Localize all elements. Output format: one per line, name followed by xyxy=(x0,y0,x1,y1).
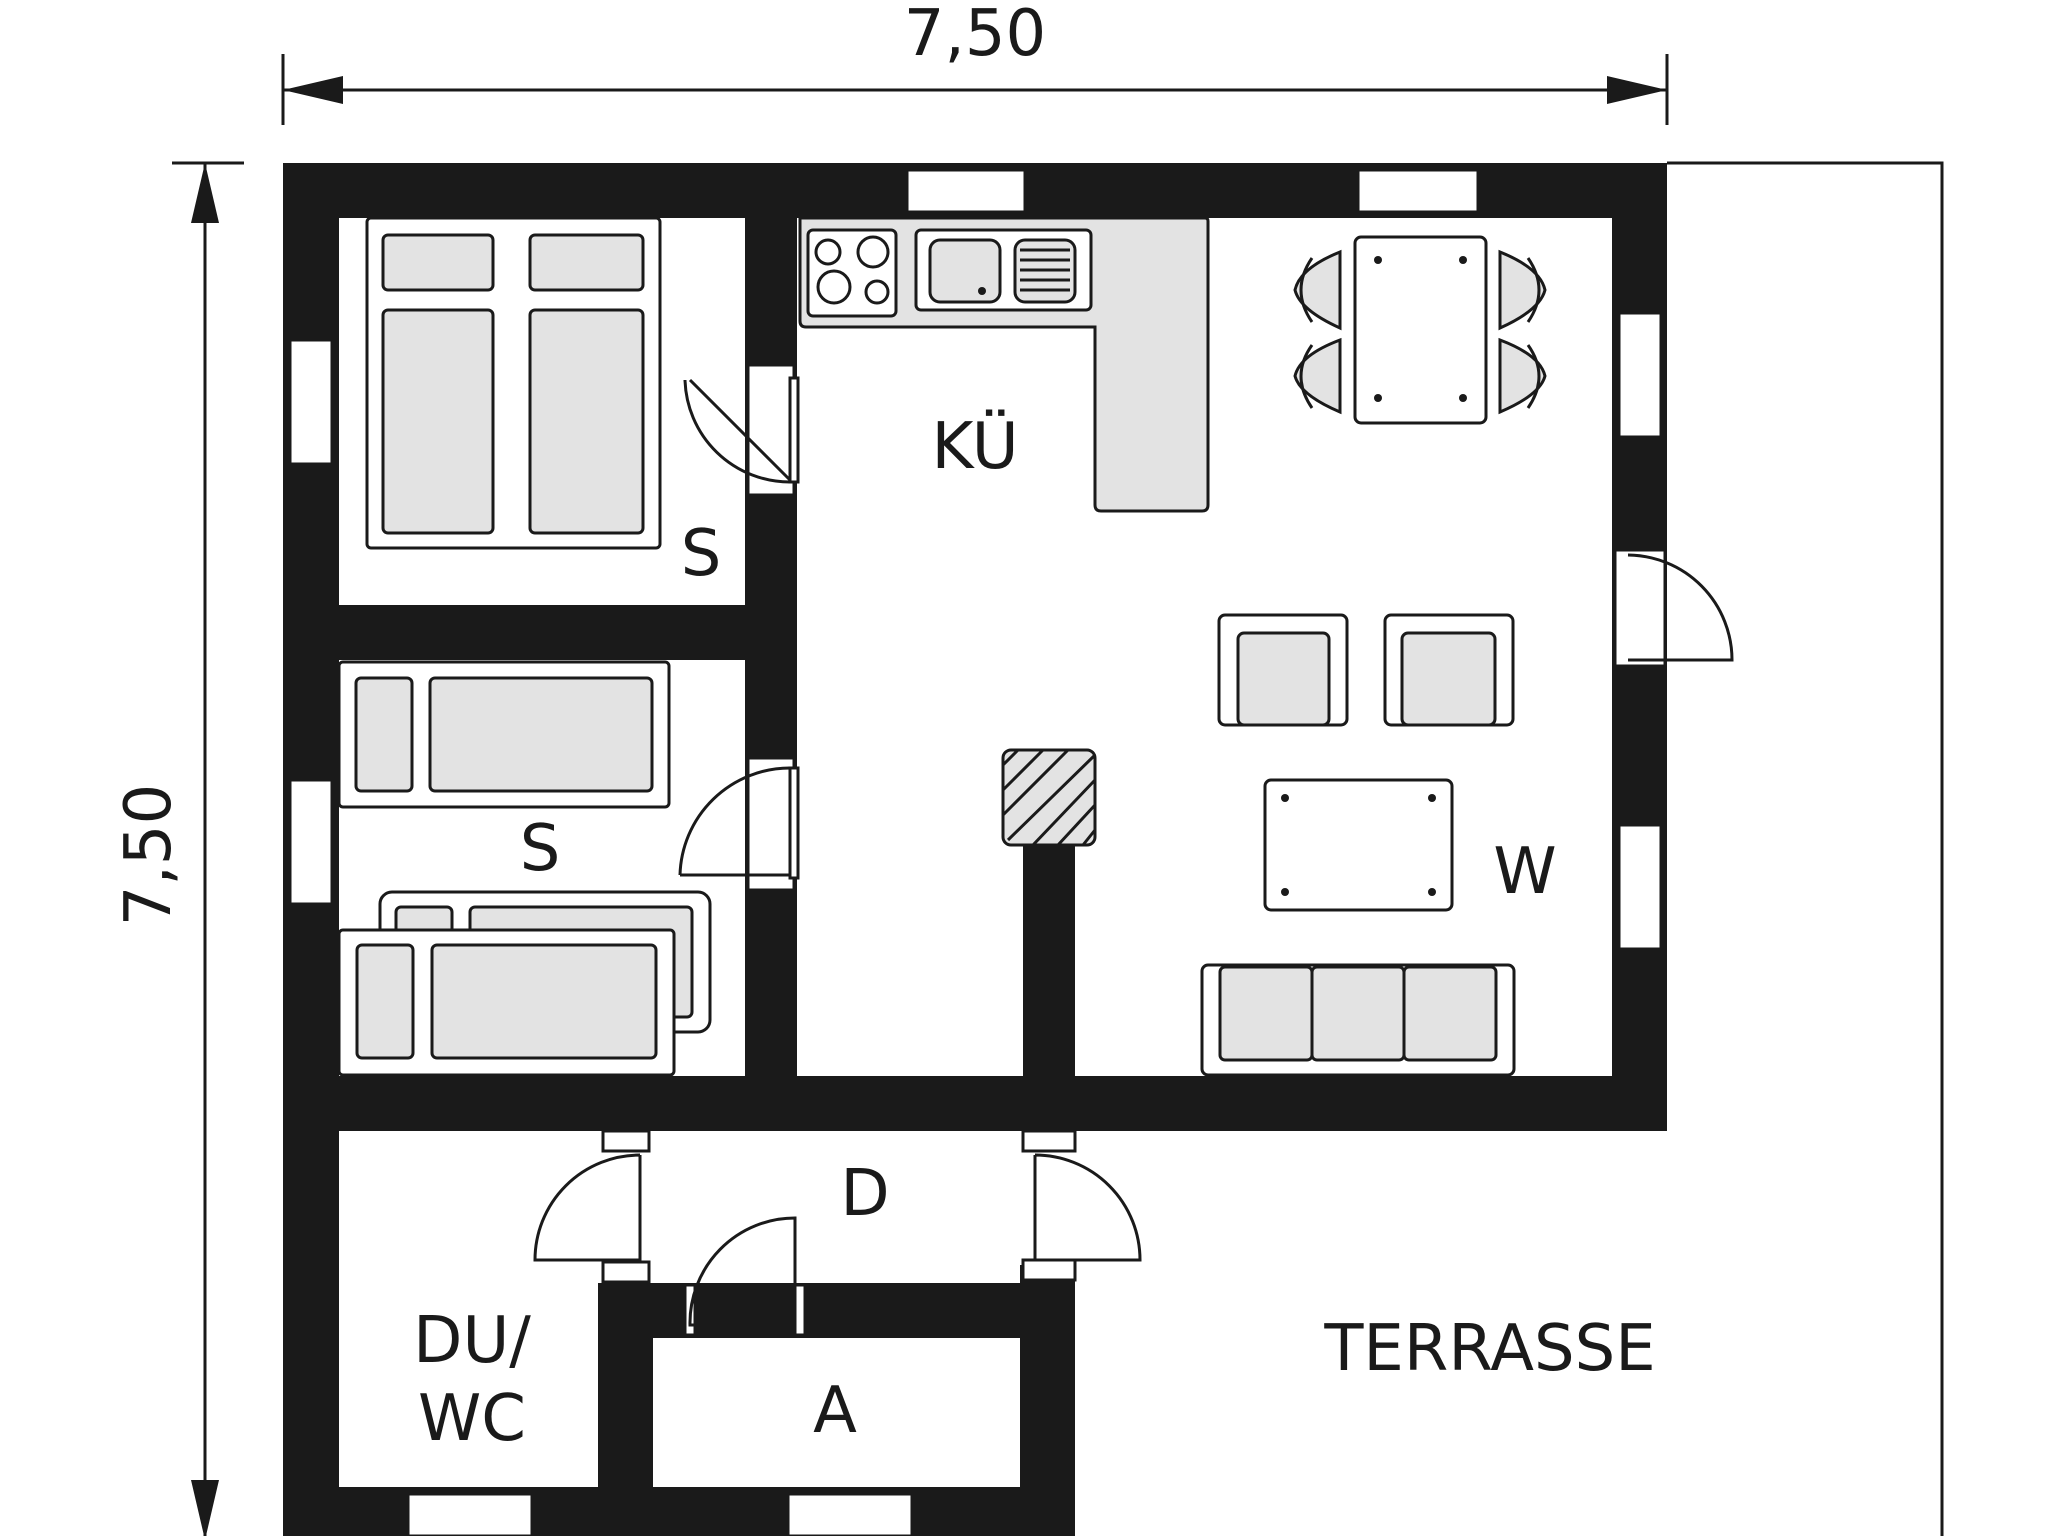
label-bath-line1: DU/ xyxy=(413,1304,531,1378)
door-entrance xyxy=(1021,1129,1142,1282)
window-top-dining xyxy=(1356,168,1480,214)
bunk-bed xyxy=(337,890,712,1077)
dining-chairs xyxy=(1293,249,1547,415)
terrace-outline xyxy=(1667,161,1944,1536)
door-bath xyxy=(533,1129,651,1284)
door-bedroom-2 xyxy=(678,756,800,892)
room-labels: KÜ S S W D DU/ WC A TERRASSE xyxy=(413,409,1656,1456)
fireplace xyxy=(1001,748,1097,847)
window-bottom-storage xyxy=(786,1492,914,1536)
label-living: W xyxy=(1493,835,1556,909)
label-bath-line2: WC xyxy=(418,1382,526,1456)
double-bed xyxy=(365,216,662,550)
window-top-kitchen xyxy=(905,168,1027,214)
window-right-dining xyxy=(1617,311,1663,439)
label-bedroom-2: S xyxy=(520,812,561,886)
door-storage xyxy=(683,1216,807,1337)
window-bottom-bath xyxy=(406,1492,534,1536)
label-storage: A xyxy=(813,1374,857,1448)
dimension-width: 7,50 xyxy=(281,0,1669,125)
single-bed-top xyxy=(337,660,671,809)
dimension-width-label: 7,50 xyxy=(904,0,1047,71)
dimension-height: 7,50 xyxy=(112,161,244,1536)
window-left-bedroom1 xyxy=(288,338,334,466)
label-terrace: TERRASSE xyxy=(1323,1312,1655,1386)
coffee-table xyxy=(1263,778,1454,912)
door-bedroom-1 xyxy=(683,363,800,497)
kitchen-counter xyxy=(798,216,1210,513)
label-bedroom-1: S xyxy=(681,517,722,591)
dimension-height-label: 7,50 xyxy=(112,784,186,927)
sofa xyxy=(1200,963,1516,1077)
window-left-bedroom2 xyxy=(288,778,334,906)
stove xyxy=(806,228,898,318)
door-terrace xyxy=(1613,548,1734,668)
label-kitchen: KÜ xyxy=(931,409,1018,484)
dining-table xyxy=(1353,235,1488,425)
windows xyxy=(288,168,1663,1536)
label-hall: D xyxy=(840,1157,889,1231)
window-right-living xyxy=(1617,823,1663,951)
doors xyxy=(533,363,1734,1337)
armchairs xyxy=(1217,613,1515,727)
